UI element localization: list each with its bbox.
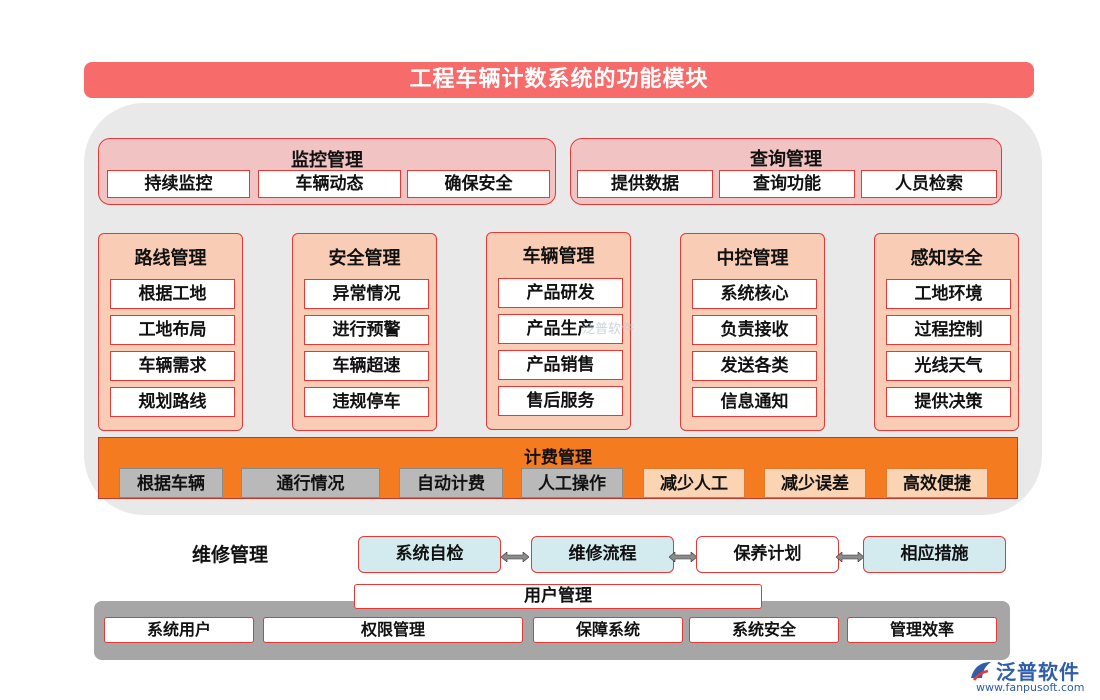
- sensing-item: 提供决策: [886, 387, 1011, 417]
- repair-title: 维修管理: [191, 544, 268, 566]
- route-group: 路线管理 根据工地 工地布局 车辆需求 规划路线: [98, 233, 243, 431]
- safety-item: 进行预警: [304, 315, 429, 345]
- repair-item: 维修流程: [531, 536, 674, 573]
- user-item: 管理效率: [847, 617, 997, 643]
- user-item: 保障系统: [533, 617, 683, 643]
- sensing-item: 过程控制: [886, 315, 1011, 345]
- repair-item: 保养计划: [696, 536, 839, 573]
- vehicle-item: 产品研发: [498, 278, 623, 308]
- route-title: 路线管理: [134, 248, 207, 269]
- monitor-item: 车辆动态: [258, 170, 401, 198]
- logo-text: 泛普软件: [996, 660, 1080, 684]
- query-item: 人员检索: [861, 170, 997, 198]
- watermark-center: 泛普软件: [582, 322, 635, 337]
- page-title: 工程车辆计数系统的功能模块: [84, 62, 1034, 98]
- control-title: 中控管理: [716, 248, 789, 269]
- monitor-item: 持续监控: [107, 170, 250, 198]
- vehicle-group: 车辆管理 产品研发 产品生产 产品销售 售后服务: [486, 232, 631, 430]
- monitor-title: 监控管理: [291, 150, 363, 171]
- sensing-item: 光线天气: [886, 351, 1011, 381]
- sensing-group: 感知安全 工地环境 过程控制 光线天气 提供决策: [874, 233, 1019, 431]
- sensing-item: 工地环境: [886, 279, 1011, 309]
- user-title: 用户管理: [354, 584, 762, 609]
- fee-item: 高效便捷: [886, 468, 988, 498]
- safety-item: 违规停车: [304, 387, 429, 417]
- vehicle-item: 产品生产: [498, 314, 623, 344]
- safety-group: 安全管理 异常情况 进行预警 车辆超速 违规停车: [292, 233, 437, 431]
- fee-item: 根据车辆: [119, 468, 223, 498]
- monitor-item: 确保安全: [407, 170, 550, 198]
- control-group: 中控管理 系统核心 负责接收 发送各类 信息通知: [680, 233, 825, 431]
- route-item: 规划路线: [110, 387, 235, 417]
- user-item: 权限管理: [263, 617, 523, 643]
- vehicle-item: 产品销售: [498, 350, 623, 380]
- safety-title: 安全管理: [328, 248, 401, 269]
- query-group: 查询管理 提供数据 查询功能 人员检索: [570, 138, 1002, 205]
- vehicle-item: 售后服务: [498, 386, 623, 416]
- logo-url: www.fanpusoft.com: [976, 681, 1085, 694]
- route-item: 工地布局: [110, 315, 235, 345]
- user-item: 系统用户: [104, 617, 254, 643]
- double-arrow-icon: [501, 552, 529, 562]
- fee-item: 通行情况: [241, 468, 380, 498]
- route-item: 根据工地: [110, 279, 235, 309]
- monitor-group: 监控管理 持续监控 车辆动态 确保安全: [98, 138, 556, 205]
- query-item: 查询功能: [719, 170, 855, 198]
- fee-item: 减少误差: [764, 468, 866, 498]
- fee-title: 计费管理: [524, 448, 592, 468]
- safety-item: 车辆超速: [304, 351, 429, 381]
- control-item: 发送各类: [692, 351, 817, 381]
- user-item: 系统安全: [689, 617, 839, 643]
- fee-item: 减少人工: [643, 468, 745, 498]
- query-title: 查询管理: [750, 149, 822, 170]
- fee-item: 人工操作: [521, 468, 623, 498]
- fee-item: 自动计费: [399, 468, 503, 498]
- repair-item: 系统自检: [358, 536, 501, 573]
- control-item: 系统核心: [692, 279, 817, 309]
- control-item: 负责接收: [692, 315, 817, 345]
- route-item: 车辆需求: [110, 351, 235, 381]
- double-arrow-icon: [669, 552, 697, 562]
- fanpu-logo-icon: [971, 662, 991, 681]
- query-item: 提供数据: [577, 170, 713, 198]
- double-arrow-icon: [836, 552, 864, 562]
- safety-item: 异常情况: [304, 279, 429, 309]
- control-item: 信息通知: [692, 387, 817, 417]
- vehicle-title: 车辆管理: [522, 246, 595, 267]
- repair-item: 相应措施: [863, 536, 1006, 573]
- sensing-title: 感知安全: [910, 248, 983, 269]
- brand-logo: 泛普软件 www.fanpusoft.com: [968, 656, 1098, 696]
